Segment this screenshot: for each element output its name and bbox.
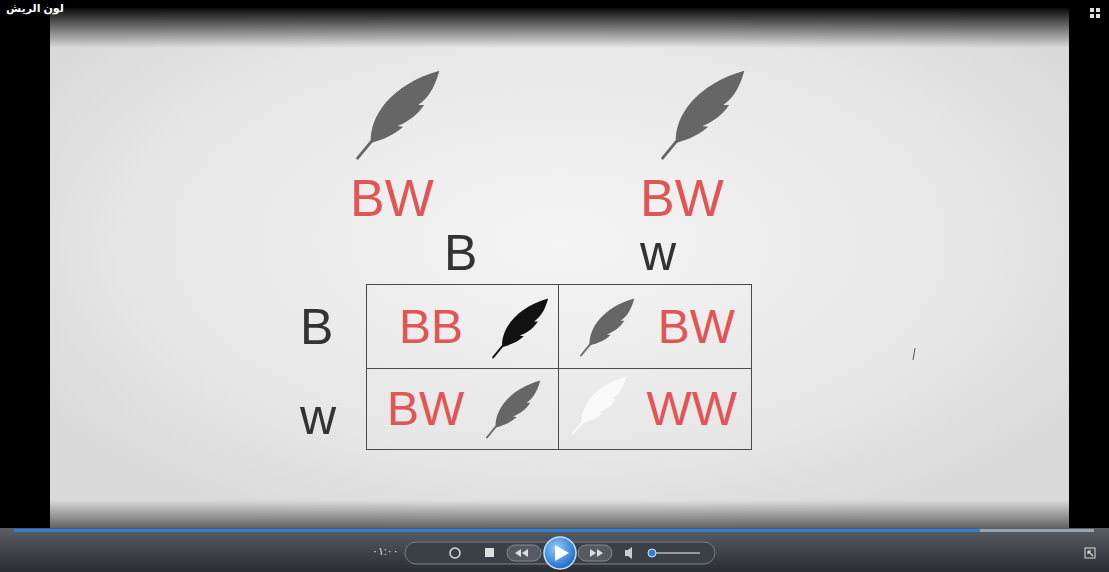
parent-genotype: BW	[350, 172, 434, 224]
offspring-genotype: BW	[658, 303, 735, 351]
gamete-allele: B	[300, 302, 333, 352]
gamete-allele: w	[640, 228, 676, 278]
offspring-genotype: BB	[399, 303, 463, 351]
offspring-genotype: WW	[646, 385, 737, 433]
parent-genotype: BW	[640, 172, 724, 224]
window-title: لون الريش	[6, 3, 64, 14]
punnett-cell: BW	[558, 284, 752, 369]
gamete-allele: B	[444, 228, 477, 278]
punnett-cell: BW	[366, 368, 559, 450]
punnett-cell: BB	[366, 284, 559, 369]
punnett-cell: WW	[558, 368, 752, 450]
gamete-allele: w	[300, 392, 336, 442]
offspring-genotype: BW	[387, 385, 464, 433]
time-display: ٠١:٠٠	[372, 546, 399, 557]
